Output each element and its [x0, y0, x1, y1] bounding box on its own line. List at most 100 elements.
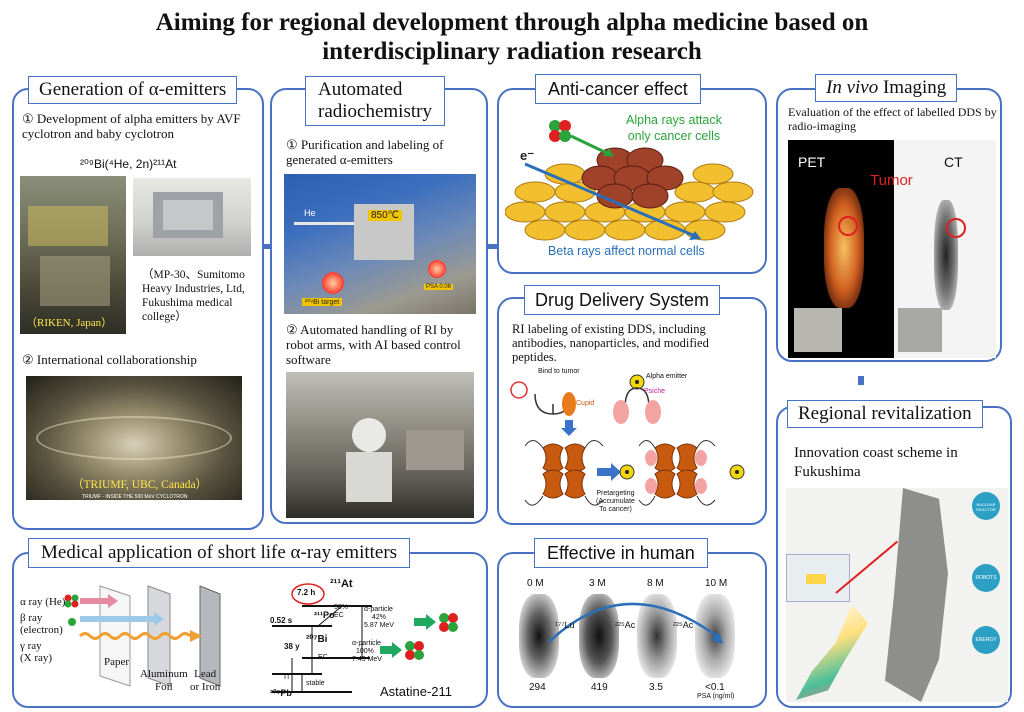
- heading-human: Effective in human: [534, 538, 708, 568]
- it-label: IT: [284, 674, 291, 681]
- triumf-caption: （TRIUMF, UBC, Canada）: [72, 479, 208, 491]
- lead-label: Lead or Iron: [190, 668, 220, 694]
- ct-label: CT: [944, 154, 963, 170]
- heading-automated: Automated radiochemistry: [305, 76, 445, 126]
- anticancer-diagram: [505, 120, 754, 241]
- robot-arm-photo: [286, 372, 474, 518]
- normal-cells: [505, 163, 754, 241]
- cupid-label: Cupid: [576, 400, 595, 407]
- pct42-label: 42%: [372, 614, 387, 621]
- regional-text: Innovation coast scheme in Fukushima: [794, 445, 958, 480]
- alpha-arrow-upper: [414, 614, 436, 630]
- antibody-right: [654, 443, 698, 499]
- ct-image: CT: [894, 140, 996, 358]
- xray-label: (X ray): [20, 652, 53, 664]
- aluminum-label: Aluminum Foil: [140, 668, 188, 694]
- dds-text: RI labeling of existing DDS, including a…: [512, 322, 709, 364]
- badge-energy-label: ENERGY: [975, 637, 997, 643]
- heading-medical: Medical application of short life α-ray …: [28, 538, 411, 568]
- antibody-left: [542, 443, 586, 499]
- automated-item1: ① Purification and labeling of generated…: [286, 137, 444, 167]
- bi-target-label: ²⁰⁹Bi target: [302, 298, 343, 306]
- pct58-label: 58%: [334, 604, 349, 611]
- invivo-text: Evaluation of the effect of labelled DDS…: [788, 105, 997, 133]
- badge-energy: ENERGY: [972, 626, 1000, 654]
- alpha-rays-text: Alpha rays attack only cancer cells: [626, 112, 722, 144]
- bind-to-tumor-label: Bind to tumor: [538, 368, 580, 375]
- connector-2: [486, 244, 500, 249]
- po211-label: ²¹¹Po: [314, 610, 335, 620]
- ac225-label-b: ²²⁵Ac: [673, 620, 694, 630]
- t052-label: 0.52 s: [270, 616, 293, 625]
- connector-1: [263, 244, 273, 249]
- alpha-rays-line2: only cancer cells: [627, 129, 721, 143]
- alpha-particle-label-1: α-particle: [364, 606, 393, 613]
- radiation-icon-top: [629, 374, 645, 390]
- paper-label: Paper: [104, 656, 130, 668]
- scan-0: [519, 594, 559, 678]
- alpha-particle-label-2: α-particle: [352, 640, 381, 647]
- lead-line1: Lead: [194, 668, 217, 680]
- badge-nuclear-label: NUCLEAR REACTOR: [976, 502, 996, 512]
- automated-item2: ② Automated handling of RI by robot arms…: [286, 322, 461, 367]
- pet-label: PET: [798, 154, 826, 170]
- stable-label: stable: [306, 680, 325, 687]
- aluminum-line2: Foil: [154, 681, 173, 693]
- riken-caption: （RIKEN, Japan）: [26, 317, 113, 329]
- heading-generation: Generation of α-emitters: [28, 76, 238, 104]
- he-label: He: [304, 208, 316, 218]
- radiation-icon-right: [729, 464, 745, 480]
- lead-line2: or Iron: [190, 681, 221, 693]
- heading-automated-line2: radiochemistry: [318, 101, 432, 122]
- alpha-ray-label: α ray (He): [20, 596, 66, 608]
- heading-dds: Drug Delivery System: [524, 285, 721, 315]
- half-life-72: 7.2 h: [297, 588, 316, 597]
- pb207-label: ²⁰⁷Pb: [270, 688, 292, 698]
- connector-3: [858, 376, 864, 385]
- triumf-cyclotron-photo: （TRIUMF, UBC, Canada） TRIUMF - INSIDE TH…: [26, 376, 242, 500]
- heading-invivo-rest: Imaging: [878, 77, 947, 98]
- beam-source-icons: [64, 594, 79, 626]
- alpha-arrow-lower: [380, 642, 402, 658]
- pretargeting-line3: To cancer): [599, 506, 632, 513]
- heading-regional: Regional revitalization: [787, 400, 983, 428]
- heading-invivo-italic: In vivo: [826, 77, 879, 98]
- badge-nuclear: NUCLEAR REACTOR: [972, 492, 1000, 520]
- triumf-small-label: TRIUMF - INSIDE THE 500 MeV CYCLOTRON: [82, 494, 188, 500]
- pretargeting-line2: (Accumulate: [596, 498, 635, 505]
- astatine-label: Astatine-211: [380, 684, 453, 699]
- psa-value-0: 294: [529, 682, 546, 693]
- month-10: 10 M: [705, 578, 728, 589]
- beta-ray-label: β ray: [20, 612, 43, 624]
- mev587-label: 5.87 MeV: [364, 622, 394, 629]
- gamma-ray-label: γ ray: [20, 640, 42, 652]
- radiation-icon-left: [619, 464, 635, 480]
- psiche-label: Psiche: [644, 388, 666, 395]
- alpha-particle-lower: [405, 641, 424, 660]
- heading-automated-line1: Automated: [318, 79, 403, 100]
- panel-medical: [12, 552, 488, 708]
- aluminum-line1: Aluminum: [140, 668, 188, 680]
- temp-label: 850℃: [368, 210, 402, 221]
- ac225-label-a: ²²⁵Ac: [615, 620, 636, 630]
- decay-scheme: [272, 583, 458, 693]
- title-line-1: Aiming for regional development through …: [155, 9, 869, 36]
- alpha-particle-icon: [549, 120, 571, 142]
- ec2-label: EC: [318, 654, 328, 661]
- psa-unit: PSA (ng/ml): [697, 693, 735, 700]
- month-8: 8 M: [647, 578, 664, 589]
- pretargeting-label: Pretargeting (Accumulate To cancer): [596, 490, 635, 514]
- ec-label: EC: [334, 612, 344, 619]
- treatment-arc: [548, 602, 723, 644]
- pretargeting-line1: Pretargeting: [596, 490, 635, 497]
- beta-beam: [80, 612, 164, 626]
- alpha-particle-upper: [439, 613, 458, 632]
- bi207-label: ²⁰⁷Bi: [306, 634, 328, 645]
- mev745-label: 7.45 MeV: [352, 656, 382, 663]
- scan-3: [579, 594, 619, 678]
- month-3: 3 M: [589, 578, 606, 589]
- heading-invivo: In vivo Imaging: [815, 74, 958, 102]
- alpha-emitter-label: Alpha emitter: [646, 373, 688, 380]
- at211-label: ²¹¹At: [330, 578, 353, 590]
- penetration-diagram: [78, 585, 221, 687]
